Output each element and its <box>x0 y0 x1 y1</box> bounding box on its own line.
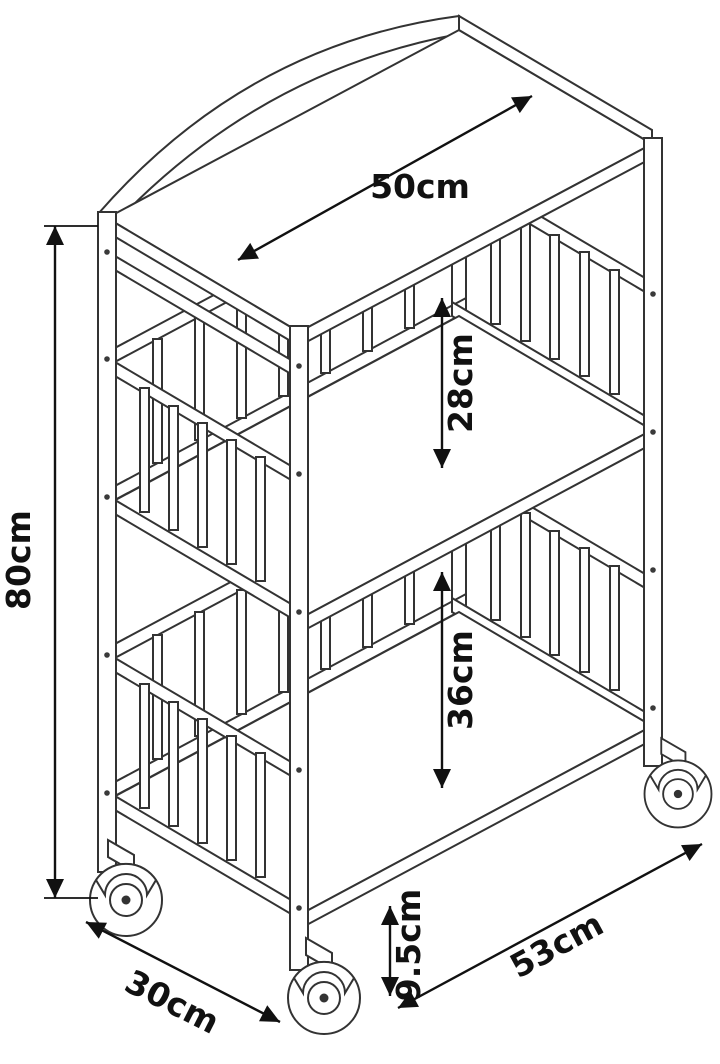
dimension-label-36cm: 36cm <box>441 630 480 730</box>
dimension-upper-gap: 28cm <box>433 298 480 468</box>
bottom-shelf <box>105 610 655 930</box>
dimension-label-9-5cm: 9.5cm <box>389 889 428 1001</box>
dimension-label-50cm: 50cm <box>370 167 470 206</box>
dimension-front-length: 53cm <box>397 842 703 1010</box>
right-post <box>643 137 663 767</box>
left-post <box>97 211 117 873</box>
dimension-overall-height: 80cm <box>0 225 98 899</box>
middle-shelf <box>105 314 655 634</box>
screw-dots <box>104 249 656 911</box>
left-slat-panel <box>97 244 309 926</box>
dimension-label-53cm: 53cm <box>503 904 609 986</box>
trolley-drawing <box>89 14 713 1035</box>
dimension-bottom-clearance: 9.5cm <box>381 889 428 1001</box>
dimension-lower-gap: 36cm <box>433 572 480 788</box>
dimension-label-30cm: 30cm <box>119 962 226 1042</box>
dimension-top-depth: 50cm <box>237 94 533 262</box>
dimension-annotations: 80cm 50cm 28cm 36cm 9.5cm 30cm <box>0 94 703 1042</box>
dimension-label-80cm: 80cm <box>0 510 38 610</box>
dimension-label-28cm: 28cm <box>441 333 480 433</box>
dimension-side-width: 30cm <box>85 920 281 1042</box>
front-post <box>289 325 309 971</box>
